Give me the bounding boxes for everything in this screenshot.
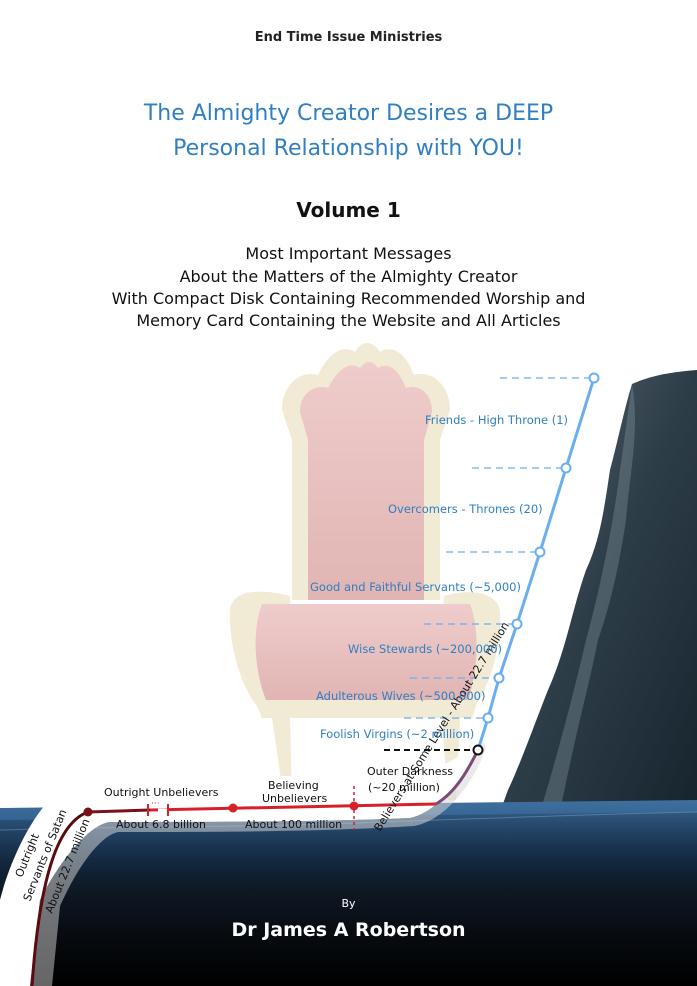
- believing-unbelievers-label-1: Believing: [268, 779, 319, 792]
- subtitle-line-3: With Compact Disk Containing Recommended…: [111, 289, 586, 308]
- outer-darkness-count: (~20 million): [368, 781, 440, 794]
- title-line-1: The Almighty Creator Desires a DEEP: [143, 101, 554, 126]
- level-label-overcomers: Overcomers - Thrones (20): [388, 502, 543, 516]
- level-label-wise-stewards: Wise Stewards (~200,000): [348, 642, 503, 656]
- outright-unbelievers-count: About 6.8 billion: [116, 818, 206, 831]
- subtitle-line-4: Memory Card Containing the Website and A…: [136, 311, 561, 330]
- believing-unbelievers-count: About 100 million: [245, 818, 343, 831]
- title-line-2: Personal Relationship with YOU!: [173, 136, 524, 161]
- level-markers: [482, 372, 600, 724]
- publisher-name: End Time Issue Ministries: [254, 30, 443, 45]
- by-label: By: [341, 897, 356, 910]
- level-label-good-servants: Good and Faithful Servants (~5,000): [310, 580, 521, 594]
- volume-label: Volume 1: [296, 198, 401, 222]
- diagram-road: [0, 740, 482, 986]
- level-label-adulterous-wives: Adulterous Wives (~500,000): [316, 689, 486, 703]
- subtitle-line-2: About the Matters of the Almighty Creato…: [179, 267, 518, 286]
- svg-text:···: ···: [151, 799, 160, 809]
- outer-darkness-label: Outer Darkness: [367, 765, 454, 778]
- author-name: Dr James A Robertson: [231, 919, 466, 941]
- level-label-foolish-virgins: Foolish Virgins (~2 million): [320, 727, 475, 741]
- level-dashes: [404, 377, 594, 719]
- believing-unbelievers-label-2: Unbelievers: [262, 792, 328, 805]
- cliff-image: [500, 370, 697, 812]
- subtitle-line-1: Most Important Messages: [245, 244, 452, 263]
- people-path: ···: [30, 786, 437, 986]
- level-label-friends: Friends - High Throne (1): [425, 413, 569, 427]
- outright-unbelievers-label: Outright Unbelievers: [104, 786, 219, 799]
